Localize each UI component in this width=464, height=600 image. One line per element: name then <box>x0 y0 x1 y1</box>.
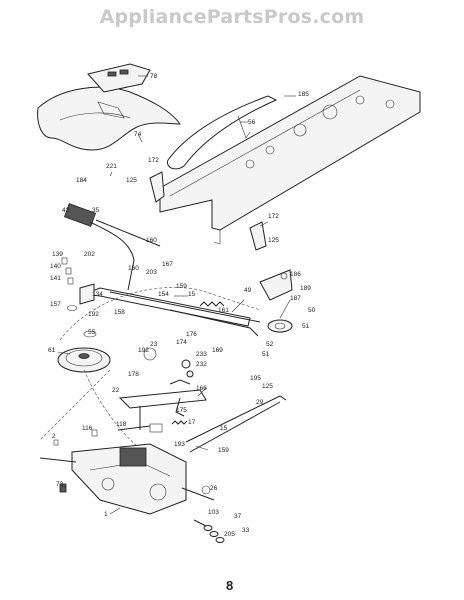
callout: 139 <box>52 251 63 258</box>
callout: 2 <box>52 433 56 440</box>
callout: 49 <box>244 287 252 294</box>
callout: 17 <box>188 419 196 426</box>
belt-routing <box>59 287 261 341</box>
callout: 26 <box>210 485 218 492</box>
key-155 <box>83 330 97 338</box>
callout: 125 <box>268 237 279 244</box>
bracket-right <box>249 221 267 251</box>
callout: 1 <box>104 511 108 518</box>
callout: 159 <box>176 283 187 290</box>
bracket-118 <box>149 423 163 433</box>
callout: 33 <box>242 527 250 534</box>
callout: 51 <box>262 351 270 358</box>
callout: 51 <box>302 323 310 330</box>
ring-23 <box>143 347 157 361</box>
drive-belt <box>167 95 278 170</box>
nut-26 <box>201 485 211 495</box>
callout: 140 <box>50 263 61 270</box>
callout: 61 <box>48 347 56 354</box>
callout: 15 <box>220 425 228 432</box>
axle-washers <box>193 519 225 543</box>
callout: 154 <box>158 291 169 298</box>
callout: 202 <box>84 251 95 258</box>
callout: 118 <box>116 421 127 428</box>
callout: 167 <box>162 261 173 268</box>
callout: 166 <box>196 385 207 392</box>
dash-panel <box>87 63 151 93</box>
callout: 233 <box>196 351 207 358</box>
fasteners-left <box>61 257 95 311</box>
leader-lines <box>57 75 296 515</box>
callout: 73 <box>56 481 64 488</box>
callout: 141 <box>50 275 61 282</box>
transaxle <box>39 443 215 515</box>
callout: 125 <box>126 177 137 184</box>
clutch-linkage <box>118 389 207 409</box>
callout: 203 <box>146 269 157 276</box>
callout: 55 <box>88 329 96 336</box>
callout: 116 <box>82 425 93 432</box>
brake-pedal <box>63 203 161 291</box>
callout: 160 <box>128 265 139 272</box>
idler-pulley <box>267 319 293 333</box>
frame <box>159 75 421 245</box>
transmission-pulley <box>57 347 111 373</box>
callout: 103 <box>208 509 219 516</box>
callout: 175 <box>176 407 187 414</box>
bolt-2 <box>53 439 59 446</box>
callout: 189 <box>300 285 311 292</box>
callout: 192 <box>88 311 99 318</box>
callout: 174 <box>176 339 187 346</box>
callout: 176 <box>186 331 197 338</box>
page-number: 8 <box>226 578 234 593</box>
callout: 50 <box>308 307 316 314</box>
callout: 23 <box>150 341 158 348</box>
callout: 178 <box>128 371 139 378</box>
callout: 56 <box>248 119 256 126</box>
callout: 193 <box>174 441 185 448</box>
callout: 172 <box>148 157 159 164</box>
callout: 185 <box>298 91 309 98</box>
callout: 160 <box>146 237 157 244</box>
callout: 192 <box>138 347 149 354</box>
watermark: AppliancePartsPros.com <box>99 6 365 28</box>
callout: 22 <box>112 387 120 394</box>
callout: 232 <box>196 361 207 368</box>
callout: 52 <box>266 341 274 348</box>
callout: 169 <box>212 347 223 354</box>
callout: 157 <box>50 301 61 308</box>
callout: 187 <box>290 295 301 302</box>
callout: 78 <box>150 73 158 80</box>
callout: 15 <box>188 291 196 298</box>
idler-arm <box>259 269 293 301</box>
callout: 195 <box>250 375 261 382</box>
pivot-bar <box>83 287 251 327</box>
callout: 159 <box>218 447 229 454</box>
spring-17 <box>171 420 188 425</box>
callout-labels: 78 74 56 185 221 172 184 125 35 42 172 1… <box>48 73 316 538</box>
tension-spring <box>199 301 225 307</box>
callout: 161 <box>218 307 229 314</box>
callout: 184 <box>76 177 87 184</box>
callout: 42 <box>62 207 70 214</box>
bolt-116 <box>91 429 98 437</box>
screw-74 <box>137 133 143 143</box>
callout: 74 <box>134 131 142 138</box>
callout: 37 <box>234 513 242 520</box>
callout: 35 <box>92 207 100 214</box>
callout: 134 <box>92 291 103 298</box>
callout: 221 <box>106 163 117 170</box>
callout: 172 <box>268 213 279 220</box>
callout: 29 <box>256 399 264 406</box>
callout: 205 <box>224 531 235 538</box>
callout: 158 <box>114 309 125 316</box>
callout: 186 <box>290 271 301 278</box>
hood-fender <box>37 86 181 151</box>
bracket-upper <box>149 171 165 203</box>
control-rod <box>185 395 287 443</box>
callout: 125 <box>262 383 273 390</box>
